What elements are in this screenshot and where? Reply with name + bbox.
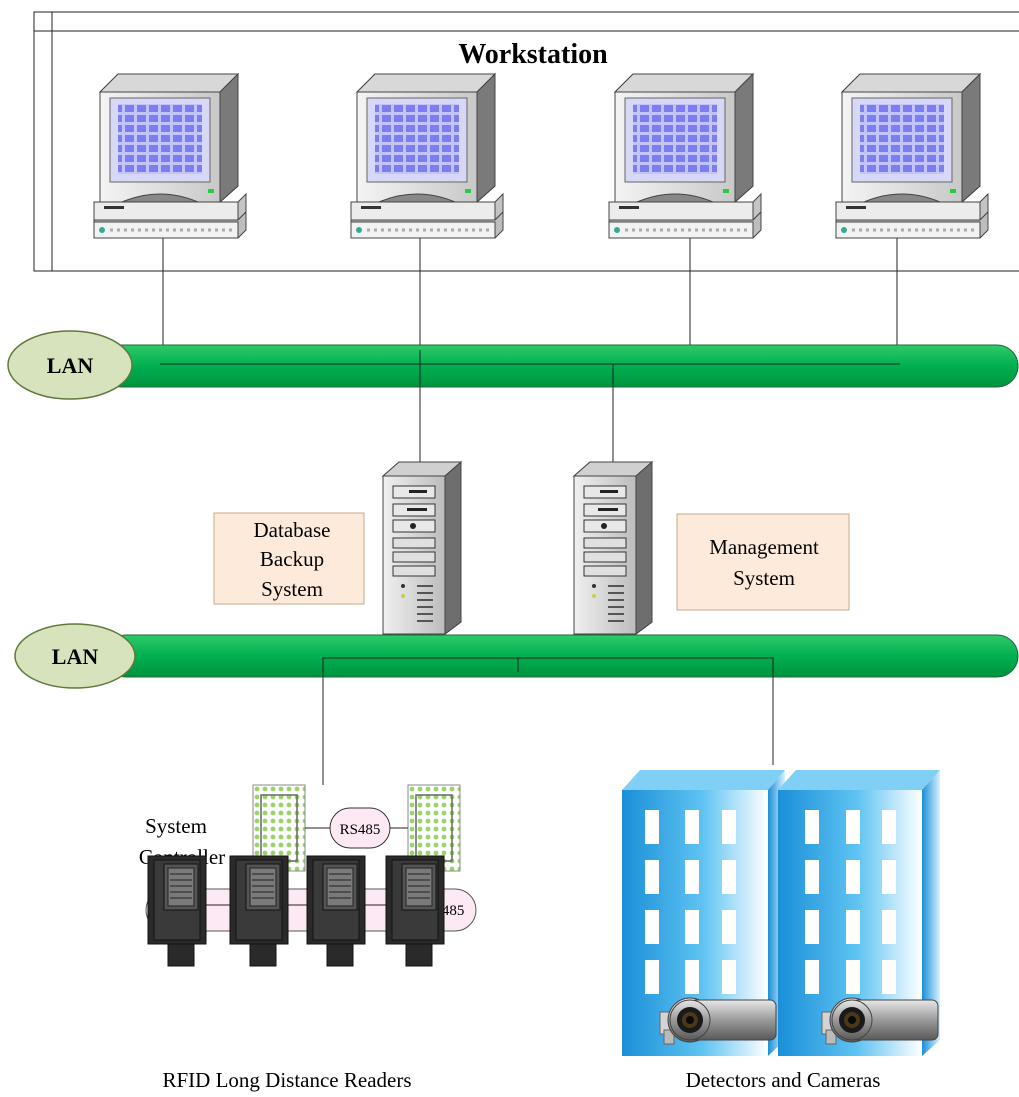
- workstation-computer-2: [349, 72, 505, 240]
- rfid-reader-1: [147, 855, 207, 967]
- workstation-title: Workstation: [458, 39, 608, 70]
- system-controller-line1: System: [145, 814, 207, 838]
- management-box: Management System: [676, 513, 850, 611]
- management-server: [573, 461, 653, 635]
- readers-caption: RFID Long Distance Readers: [162, 1068, 411, 1092]
- workstation-computer-4: [834, 72, 990, 240]
- management-line1: Management: [709, 535, 819, 559]
- rfid-reader-2: [229, 855, 289, 967]
- rfid-reader-4: [385, 855, 445, 967]
- lan-top: LAN: [7, 330, 1019, 400]
- database-backup-server: [382, 461, 462, 635]
- database-backup-box: Database Backup System: [213, 512, 365, 605]
- camera-right: [821, 997, 939, 1045]
- detectors-caption: Detectors and Cameras: [686, 1068, 881, 1092]
- lan-bottom: LAN: [14, 623, 1019, 689]
- workstation-computer-1: [92, 72, 248, 240]
- management-line2: System: [733, 566, 795, 590]
- rs485-controller-link: RS485: [305, 807, 408, 849]
- database-backup-line3: System: [261, 577, 323, 601]
- rs485-controller-label: RS485: [340, 822, 381, 838]
- database-backup-line1: Database: [254, 518, 331, 542]
- workstation-computer-3: [607, 72, 763, 240]
- rfid-reader-3: [306, 855, 366, 967]
- lan-bottom-label: LAN: [52, 644, 99, 669]
- database-backup-line2: Backup: [260, 547, 324, 571]
- camera-left: [659, 997, 777, 1045]
- lan-top-label: LAN: [47, 353, 94, 378]
